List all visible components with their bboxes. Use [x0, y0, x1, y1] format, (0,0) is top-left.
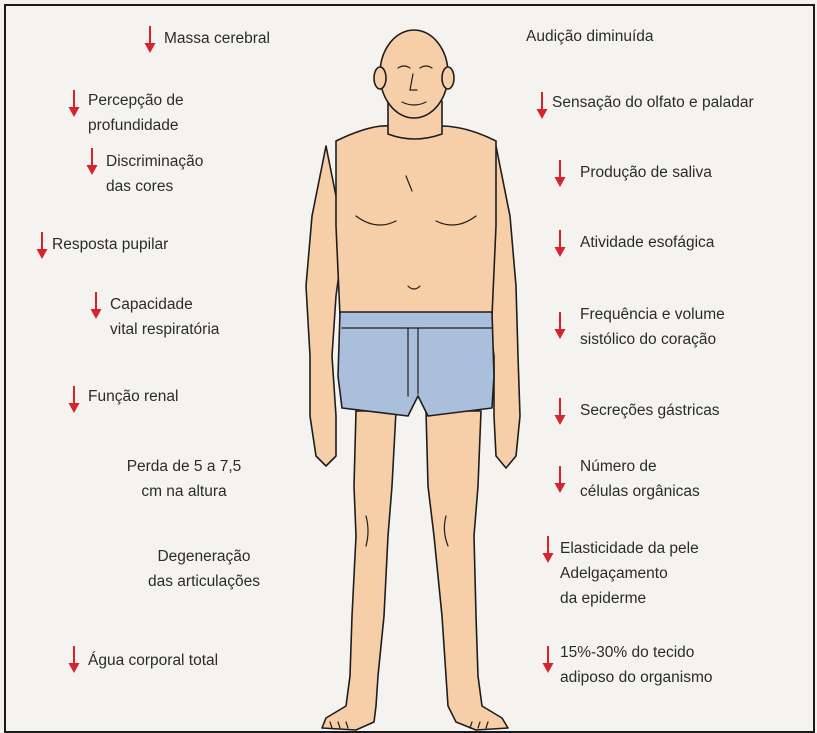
label-esofagica: Atividade esofágica: [580, 230, 714, 255]
elderly-man-figure: [296, 16, 536, 733]
decrease-arrow-icon: [68, 90, 80, 118]
label-resposta-pupilar: Resposta pupilar: [52, 232, 168, 257]
decrease-arrow-icon: [554, 160, 566, 188]
decrease-arrow-icon: [90, 292, 102, 320]
decrease-arrow-icon: [536, 92, 548, 120]
label-agua-corporal: Água corporal total: [88, 648, 218, 673]
label-percepcao-profundidade: Percepção de profundidade: [88, 88, 184, 138]
decrease-arrow-icon: [554, 398, 566, 426]
label-olfato-paladar: Sensação do olfato e paladar: [552, 90, 754, 115]
decrease-arrow-icon: [68, 646, 80, 674]
label-saliva: Produção de saliva: [580, 160, 712, 185]
label-degeneracao-articulacoes: Degeneração das articulações: [124, 544, 284, 594]
decrease-arrow-icon: [36, 232, 48, 260]
label-celulas-organicas: Número de células orgânicas: [580, 454, 700, 504]
decrease-arrow-icon: [68, 386, 80, 414]
label-capacidade-vital: Capacidade vital respiratória: [110, 292, 219, 342]
elderly-man-figure-icon: [296, 16, 536, 733]
label-discriminacao-cores: Discriminação das cores: [106, 149, 203, 199]
label-tecido-adiposo: 15%-30% do tecido adiposo do organismo: [560, 640, 713, 690]
decrease-arrow-icon: [554, 230, 566, 258]
label-audicao: Audição diminuída: [526, 24, 654, 49]
diagram-frame: Massa cerebral Percepção de profundidade…: [4, 4, 815, 733]
label-massa-cerebral: Massa cerebral: [164, 26, 270, 51]
label-secrecoes-gastricas: Secreções gástricas: [580, 398, 720, 423]
label-funcao-renal: Função renal: [88, 384, 178, 409]
label-frequencia-cardiaca: Frequência e volume sistólico do coração: [580, 302, 725, 352]
label-perda-altura: Perda de 5 a 7,5 cm na altura: [94, 454, 274, 504]
decrease-arrow-icon: [542, 646, 554, 674]
decrease-arrow-icon: [144, 26, 156, 54]
decrease-arrow-icon: [86, 148, 98, 176]
decrease-arrow-icon: [554, 312, 566, 340]
label-elasticidade-pele: Elasticidade da pele Adelgaçamento da ep…: [560, 536, 699, 611]
decrease-arrow-icon: [554, 466, 566, 494]
decrease-arrow-icon: [542, 536, 554, 564]
